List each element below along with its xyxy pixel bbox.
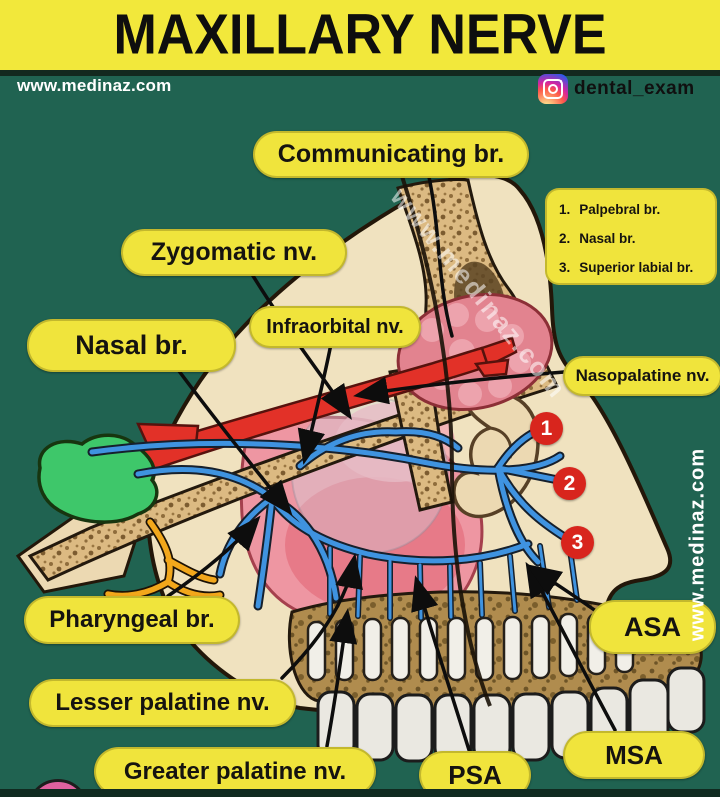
leader-pharyngeal xyxy=(166,515,261,598)
banner-shadow xyxy=(0,70,720,76)
leader-nasal xyxy=(174,365,293,516)
website-url: www.medinaz.com xyxy=(17,76,172,95)
branch-list-box: 1. Palpebral br. 2. Nasal br. 3. Superio… xyxy=(545,188,717,285)
marker-3: 3 xyxy=(561,526,594,559)
branch-list-item: 1. Palpebral br. xyxy=(559,202,707,217)
leader-lines xyxy=(166,170,617,752)
leader-psa xyxy=(411,575,471,752)
watermark-vertical: www.medinaz.com xyxy=(686,447,709,642)
leader-zygomatic xyxy=(248,269,352,420)
branch-text: Superior labial br. xyxy=(579,260,694,275)
label-msa: MSA xyxy=(563,731,705,779)
leader-communicating xyxy=(426,170,454,338)
leader-nasopalatine xyxy=(353,370,566,405)
instagram-handle: dental_exam xyxy=(574,78,695,99)
instagram-icon xyxy=(538,74,568,104)
ganglion-green xyxy=(37,433,159,524)
leader-asa xyxy=(526,564,602,616)
footer-bar xyxy=(0,789,720,797)
instagram-badge: dental_exam xyxy=(538,74,695,104)
branch-list-item: 2. Nasal br. xyxy=(559,231,707,246)
branch-num: 1. xyxy=(559,202,571,217)
branch-text: Palpebral br. xyxy=(579,202,661,217)
branch-num: 3. xyxy=(559,260,571,275)
label-pharyngeal-br: Pharyngeal br. xyxy=(24,596,240,644)
cheek-contour-line xyxy=(398,169,492,707)
label-greater-palatine-nv: Greater palatine nv. xyxy=(94,747,376,796)
pterygoid-nerve-yellow xyxy=(103,517,225,601)
label-communicating-br: Communicating br. xyxy=(253,131,529,178)
label-nasal-br: Nasal br. xyxy=(27,319,236,372)
branch-num: 2. xyxy=(559,231,571,246)
leader-greater-palatine xyxy=(325,608,358,748)
leader-infraorbital xyxy=(297,342,333,465)
title-banner: MAXILLARY NERVE xyxy=(0,0,720,70)
marker-2: 2 xyxy=(553,467,586,500)
label-lesser-palatine-nv: Lesser palatine nv. xyxy=(29,679,296,727)
label-infraorbital-nv: Infraorbital nv. xyxy=(249,306,421,348)
marker-1: 1 xyxy=(530,412,563,445)
label-zygomatic-nv: Zygomatic nv. xyxy=(121,229,347,276)
label-nasopalatine-nv: Nasopalatine nv. xyxy=(563,356,720,396)
label-asa: ASA xyxy=(589,600,716,654)
branch-list-item: 3. Superior labial br. xyxy=(559,260,707,275)
page-title: MAXILLARY NERVE xyxy=(113,3,607,67)
branch-text: Nasal br. xyxy=(579,231,636,246)
maxillary-teeth xyxy=(287,590,706,763)
